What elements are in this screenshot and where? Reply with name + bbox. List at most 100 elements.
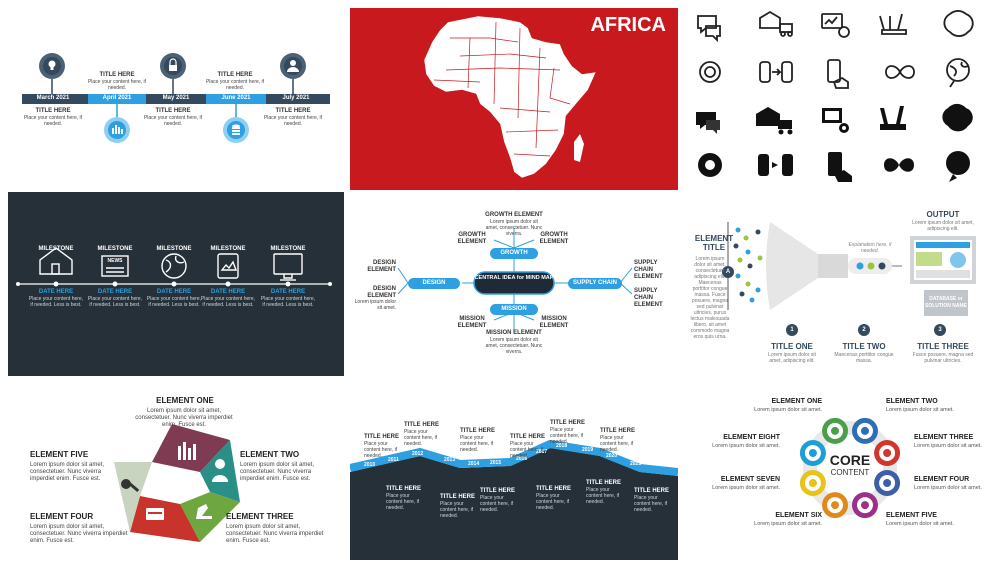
icon-grid-slide[interactable] <box>688 8 990 188</box>
milestone-date: DATE HERE <box>156 289 192 295</box>
milestones-graphic <box>16 247 332 287</box>
road-body: Place your content here, if needed. <box>404 429 438 447</box>
road-graphic <box>350 439 678 560</box>
database-label: DATABASE or SOLUTION NAME <box>925 296 967 309</box>
core-element-body: Lorem ipsum dolor sit amet. <box>914 485 982 491</box>
core-element-body: Lorem ipsum dolor sit amet. <box>886 407 954 413</box>
mind-map-slide[interactable]: CENTRAL IDEA for MIND MAP GROWTH MISSION… <box>350 208 678 358</box>
core-element-title: ELEMENT EIGHT <box>723 434 780 441</box>
milestone-body: Place your content here, if needed. Less… <box>87 296 143 308</box>
milestone-body: Place your content here, if needed. <box>87 79 147 91</box>
element-body: Lorem ipsum dolor sit amet, consectetuer… <box>690 256 730 340</box>
africa-map-slide[interactable]: AFRICA <box>350 8 678 190</box>
mission-element: MISSION ELEMENT <box>457 316 487 329</box>
core-element-title: ELEMENT FOUR <box>914 476 970 483</box>
pentagon-elements-slide[interactable]: ELEMENT ONE Lorem ipsum dolor sit amet, … <box>30 392 330 562</box>
road-title: TITLE HERE <box>460 428 496 434</box>
month-label: July 2021 <box>282 95 310 101</box>
road-year-label: 2012 <box>412 451 424 457</box>
element-title: ELEMENT FOUR <box>30 512 94 521</box>
core-node-icon <box>808 478 817 487</box>
core-element-body: Lorem ipsum dolor sit amet. <box>754 521 822 527</box>
supply-element: SUPPLY CHAIN ELEMENT <box>634 288 663 308</box>
core-element-body: Lorem ipsum dolor sit amet. <box>914 443 982 449</box>
core-element-body: Lorem ipsum dolor sit amet. <box>754 407 822 413</box>
step-title: TITLE THREE <box>917 342 969 351</box>
core-element-title: ELEMENT THREE <box>914 434 974 441</box>
growth-branch: GROWTH <box>500 250 528 256</box>
milestone-label: MILESTONE <box>270 246 306 252</box>
road-year-label: 2017 <box>536 449 548 455</box>
marker-a: A <box>725 269 731 275</box>
milestone-body: Place your content here, if needed. <box>143 115 203 127</box>
milestones-dark-slide[interactable]: NEWS NEWS MILESTONE MILESTONE MILESTONE … <box>8 192 344 376</box>
explanation: Explanation here, if needed. <box>848 242 892 254</box>
mission-element: MISSION ELEMENT <box>486 330 542 336</box>
road-year-label: 2016 <box>516 456 528 462</box>
growth-element-body: Lorem ipsum dolor sit amet, consectetuer… <box>485 219 543 237</box>
road-title: TITLE HERE <box>404 422 440 428</box>
road-title: TITLE HERE <box>510 434 546 440</box>
month-label: May 2021 <box>162 95 190 101</box>
core-node-icon <box>831 501 840 510</box>
map-title: AFRICA <box>590 14 666 36</box>
road-title: TITLE HERE <box>600 428 636 434</box>
core-node-icon <box>831 426 840 435</box>
step-title: TITLE TWO <box>842 342 886 351</box>
mission-element-body: Lorem ipsum dolor sit amet, consectetuer… <box>485 337 543 355</box>
step-number: 3 <box>938 327 942 333</box>
road-title: TITLE HERE <box>364 434 400 440</box>
road-year-label: 2011 <box>388 457 399 463</box>
growth-element: GROWTH ELEMENT <box>457 232 487 245</box>
road-body: Place your content here, if needed. <box>440 501 474 519</box>
element-title: ELEMENT TWO <box>240 450 300 459</box>
core-element-body: Lorem ipsum dolor sit amet. <box>712 485 780 491</box>
funnel-process-slide[interactable]: A ELEMENT TITLE Lorem ipsum dolor sit am… <box>688 196 990 378</box>
funnel-graphic <box>722 222 976 336</box>
road-body: Place your content here, if needed. <box>480 495 514 513</box>
road-body: Place your content here, if needed. <box>536 493 570 511</box>
road-title: TITLE HERE <box>480 488 516 494</box>
design-branch: DESIGN <box>422 280 446 286</box>
road-body: Place your content here, if needed. <box>600 435 634 453</box>
road-title: TITLE HERE <box>586 480 622 486</box>
milestone-title: TITLE HERE <box>99 72 135 78</box>
milestone-body: Place your content here, if needed. Less… <box>200 296 256 308</box>
design-element: DESIGN ELEMENT <box>367 260 396 273</box>
road-year-label: 2015 <box>490 460 502 466</box>
step-number: 2 <box>862 327 866 333</box>
step-body: Lorem ipsum dolor sit amet, adipiscing e… <box>768 352 816 364</box>
core-element-title: ELEMENT SEVEN <box>720 476 780 483</box>
milestone-date: DATE HERE <box>38 289 74 295</box>
month-timeline-graphic <box>22 53 330 143</box>
mission-branch: MISSION <box>501 306 527 312</box>
month-label: March 2021 <box>36 95 70 101</box>
step-number: 1 <box>790 327 794 333</box>
core-subtitle: CONTENT <box>830 468 870 477</box>
milestone-title: TITLE HERE <box>217 72 253 78</box>
supply-element: SUPPLY CHAIN ELEMENT <box>634 260 663 280</box>
element-body: Lorem ipsum dolor sit amet, consectetuer… <box>135 408 233 428</box>
supply-branch: SUPPLY CHAIN <box>572 280 617 286</box>
design-element: DESIGN ELEMENT <box>367 286 396 299</box>
core-node-icon <box>860 501 869 510</box>
element-body: Lorem ipsum dolor sit amet, consectetuer… <box>226 524 324 544</box>
road-body: Place your content here, if needed. <box>550 427 584 445</box>
road-year-label: 2019 <box>582 447 594 453</box>
road-body: Place your content here, if needed. <box>364 441 398 459</box>
milestone-date: DATE HERE <box>97 289 133 295</box>
output-title: OUTPUT <box>926 210 960 219</box>
road-year-label: 2010 <box>364 462 376 468</box>
element-title: ELEMENT TITLE <box>694 234 734 252</box>
core-element-title: ELEMENT FIVE <box>886 512 937 519</box>
mission-element: MISSION ELEMENT <box>539 316 569 329</box>
step-body: Maecenas porttitor congue massa. <box>834 352 894 364</box>
speech-bubbles-outline-icon <box>688 8 689 9</box>
milestone-body: Place your content here, if needed. <box>263 115 323 127</box>
core-title: CORE <box>829 452 871 468</box>
element-title: ELEMENT ONE <box>156 396 214 405</box>
month-timeline-slide[interactable]: March 2021 April 2021 May 2021 June 2021… <box>10 8 340 188</box>
road-body: Place your content here, if needed. <box>586 487 620 505</box>
